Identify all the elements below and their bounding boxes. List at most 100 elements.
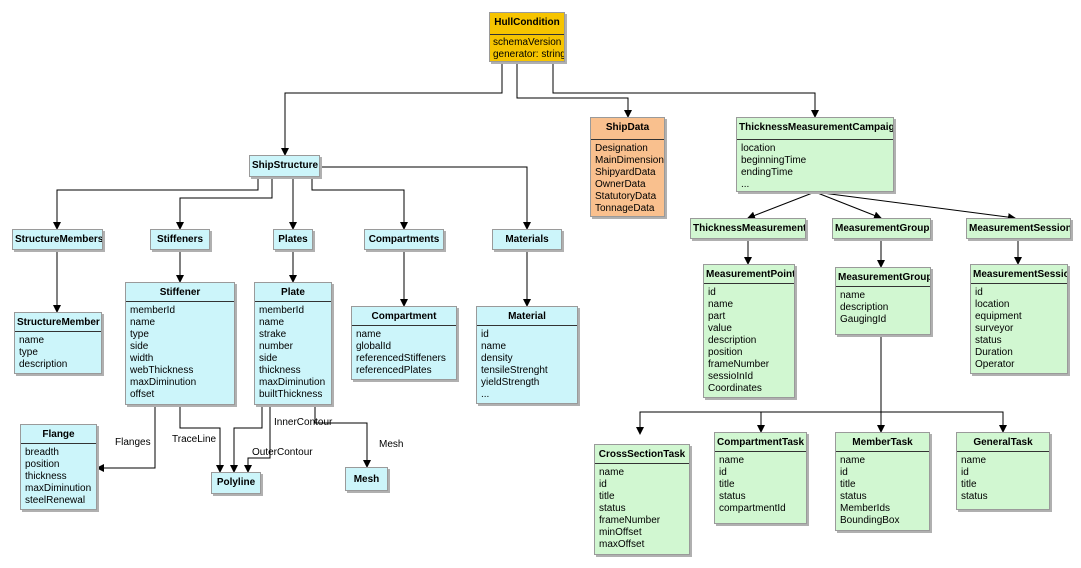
attribute-item: id [481, 329, 489, 340]
attribute-item: referencedStiffeners [356, 353, 446, 364]
attribute-item: MemberIds [840, 503, 891, 514]
attribute-item: builtThickness [259, 389, 323, 400]
measurement-groups-title: MeasurementGroups [835, 223, 930, 234]
edge-hull-to-shipdata [516, 62, 632, 118]
edge-plate-mesh [314, 405, 371, 468]
measurement-groups-class: MeasurementGroups [832, 218, 931, 239]
attribute-item: name [356, 329, 382, 340]
edge-group-to-generaltask [881, 411, 1007, 433]
attribute-item: thickness [25, 471, 67, 482]
attribute-item: OwnerData [595, 179, 646, 190]
attribute-item: Duration [975, 347, 1013, 358]
attribute-item: position [708, 347, 743, 358]
attribute-item: StatutoryData [595, 191, 657, 202]
attribute-item: Operator [975, 359, 1015, 370]
attribute-item: name [19, 335, 45, 346]
attribute-item: maxDiminution [25, 483, 92, 494]
attribute-item: id [719, 467, 727, 478]
thickness-measurements-title: ThicknessMeasurements [693, 223, 805, 234]
edge-label-flanges: Flanges [115, 437, 151, 448]
measurement-group-title: MeasurementGroup [838, 272, 930, 283]
structure-members-class: StructureMembers [12, 229, 103, 250]
attribute-item: steelRenewal [25, 495, 86, 506]
materials-class: Materials [492, 229, 562, 250]
ship-data-title: ShipData [605, 122, 650, 133]
attribute-item: frameNumber [708, 359, 770, 370]
attribute-item: ... [481, 389, 490, 400]
attribute-item: schemaVersion [493, 37, 562, 48]
attribute-item: title [840, 479, 856, 490]
attribute-item: number [259, 341, 293, 352]
edge-ss-to-materials [317, 166, 531, 230]
edge-label-mesh: Mesh [379, 439, 404, 450]
attribute-item: Designation [595, 143, 648, 154]
attribute-item: memberId [259, 305, 305, 316]
edge-campaign-to-measurementsessions [814, 191, 1016, 222]
edge-campaign-to-thicknessmeasurements [747, 191, 816, 220]
cross-section-task-title: CrossSectionTask [598, 449, 686, 460]
attribute-item: maxDiminution [259, 377, 326, 388]
attribute-item: title [599, 491, 615, 502]
edge-ss-to-compartments [311, 177, 408, 230]
attribute-item: globalId [356, 341, 392, 352]
ship-structure-title: ShipStructure [252, 160, 319, 171]
attribute-item: description [19, 359, 68, 370]
plates-class: Plates [273, 229, 313, 250]
attribute-item: maxOffset [599, 539, 645, 550]
general-task-title: GeneralTask [973, 437, 1033, 448]
compartment-task-title: CompartmentTask [717, 437, 805, 448]
attribute-item: name [719, 455, 745, 466]
attribute-item: density [481, 353, 513, 364]
stiffeners-title: Stiffeners [156, 234, 204, 245]
attribute-item: endingTime [741, 167, 793, 178]
measurement-session-title: MeasurementSession [973, 269, 1067, 280]
attribute-item: name [961, 455, 987, 466]
materials-title: Materials [505, 234, 549, 245]
attribute-item: status [961, 491, 988, 502]
attribute-item: type [130, 329, 149, 340]
attribute-item: ... [741, 179, 750, 190]
measurement-sessions-title: MeasurementSessions [969, 223, 1070, 234]
attribute-item: compartmentId [719, 503, 786, 514]
attribute-item: thickness [259, 365, 301, 376]
attribute-item: name [840, 290, 866, 301]
attribute-item: MainDimension [595, 155, 664, 166]
attribute-item: value [708, 323, 732, 334]
attribute-item: webThickness [130, 365, 194, 376]
thickness-measurements-class: ThicknessMeasurements [690, 218, 806, 239]
mesh-class: Mesh [345, 467, 388, 491]
attribute-item: location [741, 143, 776, 154]
ship-structure-class: ShipStructure [249, 155, 320, 177]
plates-title: Plates [278, 234, 308, 245]
attribute-item: status [975, 335, 1002, 346]
edge-label-outercontour: OuterContour [252, 447, 313, 458]
edge-label-innercontour: InnerContour [274, 417, 333, 428]
attribute-item: yieldStrength [481, 377, 540, 388]
structure-members-title: StructureMembers [15, 234, 102, 245]
compartments-title: Compartments [368, 234, 440, 245]
attribute-item: id [708, 287, 716, 298]
attribute-item: name [130, 317, 156, 328]
attribute-item: name [708, 299, 734, 310]
attribute-item: memberId [130, 305, 176, 316]
stiffeners-class: Stiffeners [150, 229, 210, 250]
mesh-title: Mesh [353, 474, 380, 485]
attribute-item: surveyor [975, 323, 1014, 334]
attribute-item: title [719, 479, 735, 490]
